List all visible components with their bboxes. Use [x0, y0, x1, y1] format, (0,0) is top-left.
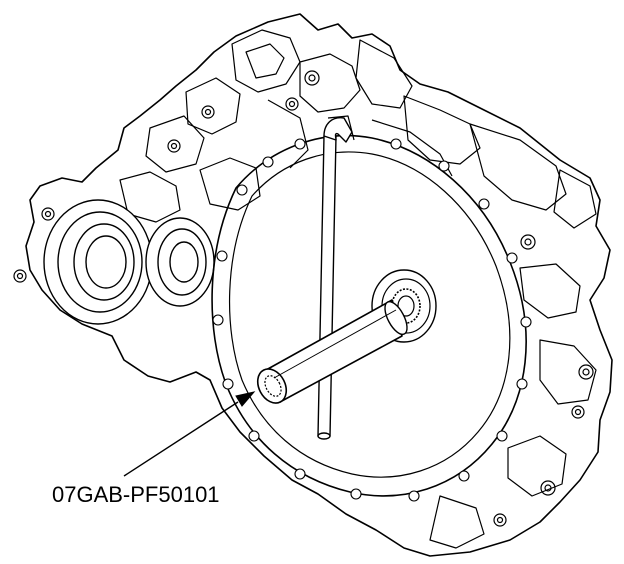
tool-end-far: [380, 298, 411, 337]
right-housing-details: [430, 170, 596, 548]
callout-leader: [124, 392, 254, 476]
wrench-short-arm: [324, 118, 352, 142]
left-bearing-bores: [44, 200, 214, 324]
bolt-heads: [14, 71, 593, 526]
leader-arrowhead: [236, 392, 254, 406]
special-tool-driver: [252, 298, 411, 408]
flange-bolt-holes: [213, 139, 531, 501]
tool-part-number-label: 07GAB-PF50101: [52, 482, 220, 507]
